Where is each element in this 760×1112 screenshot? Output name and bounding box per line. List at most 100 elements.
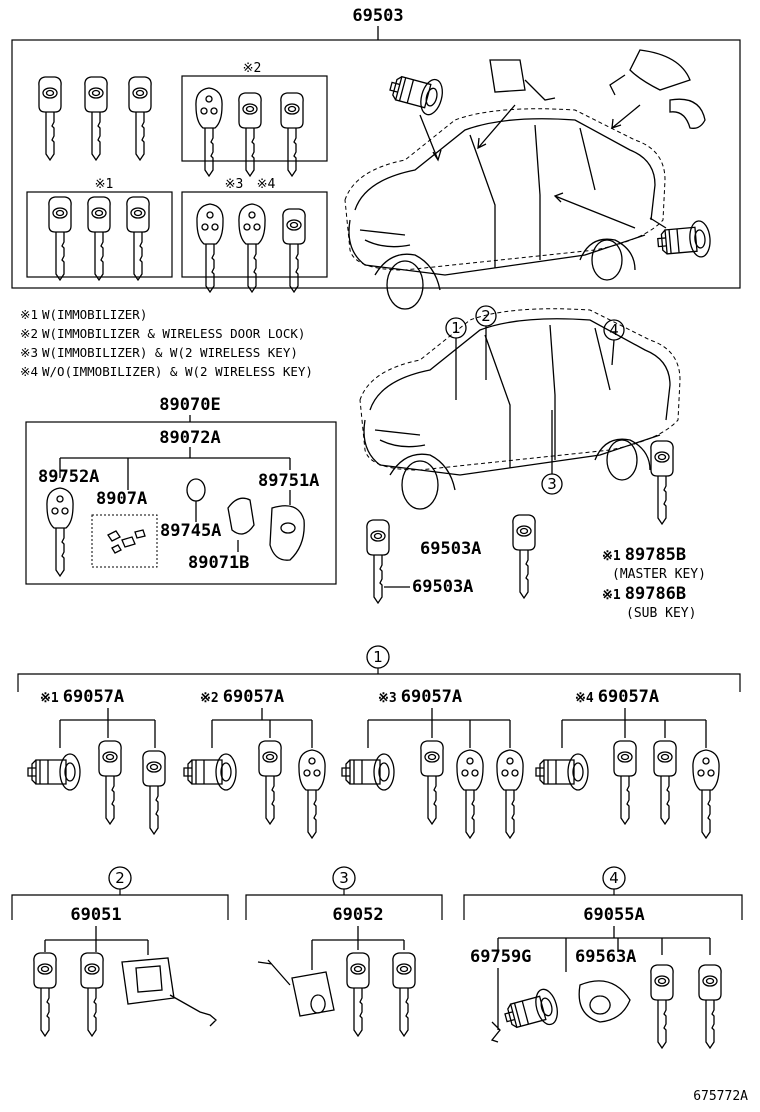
case-icon xyxy=(227,497,255,535)
key-icon xyxy=(282,208,306,293)
transmitter-housing-icon xyxy=(269,505,305,561)
lock-cylinder-icon xyxy=(385,68,447,118)
lock-cylinder-icon xyxy=(183,753,237,791)
key-icon xyxy=(653,740,677,825)
part-number-89071B: 89071B xyxy=(188,553,249,573)
key-icon xyxy=(126,196,150,281)
group-mark-3: ※3 xyxy=(225,177,244,192)
car-illustration xyxy=(359,308,681,510)
wireless-key-icon xyxy=(195,87,223,177)
part-number-69055A: 69055A xyxy=(583,905,644,925)
part-number-89752A: 89752A xyxy=(38,467,99,487)
trunk-lock-icon xyxy=(609,49,691,96)
trunk-lock-cylinder-icon xyxy=(257,959,335,1017)
key-icon xyxy=(128,76,152,161)
clip-icon xyxy=(490,968,501,1043)
section-2: 2 69051 xyxy=(11,866,229,1037)
wireless-key-icon xyxy=(298,749,326,839)
wireless-key-icon xyxy=(496,749,524,839)
part-number-69503A-a: 69503A xyxy=(420,539,481,559)
lock-cylinder-icon xyxy=(535,753,589,791)
part-number-69563A: 69563A xyxy=(575,947,636,967)
wireless-key-icon xyxy=(196,203,224,293)
key-icon xyxy=(258,740,282,825)
diagram-number: 675772A xyxy=(693,1089,748,1104)
key-icon xyxy=(280,92,304,177)
key-icon xyxy=(346,952,370,1037)
door-lock-assembly-icon xyxy=(489,59,556,101)
key-icon xyxy=(84,76,108,161)
key-icon xyxy=(392,952,416,1037)
part-number-89745A: 89745A xyxy=(160,521,221,541)
key-icon xyxy=(366,519,390,604)
wireless-key-icon xyxy=(692,749,720,839)
lock-cylinder-icon xyxy=(500,986,562,1036)
wireless-key-icon xyxy=(238,203,266,293)
top-set-69503: 69503 ※2 ※1 ※3 ※4 xyxy=(11,6,741,310)
bracket-icon xyxy=(669,98,706,129)
wireless-key-icon xyxy=(46,487,74,577)
section-1-callout-label: 1 xyxy=(373,648,383,666)
key-icon xyxy=(33,952,57,1037)
screw-set-icon xyxy=(107,529,146,554)
key-icon xyxy=(98,740,122,825)
key-icon xyxy=(142,750,166,835)
sub-key-caption: (SUB KEY) xyxy=(626,606,696,621)
key-icon xyxy=(512,514,536,599)
key-icon xyxy=(48,196,72,281)
section-4: 4 69055A 69759G 69563A xyxy=(463,866,743,1049)
key-icon xyxy=(698,964,722,1049)
part-number-69051: 69051 xyxy=(70,905,121,925)
wireless-key-icon xyxy=(456,749,484,839)
battery-icon xyxy=(186,478,206,502)
part-number-89072A: 89072A xyxy=(159,428,220,448)
key-icon xyxy=(38,76,62,161)
lock-cylinder-icon xyxy=(341,753,395,791)
part-number-89070E: 89070E xyxy=(159,395,220,415)
part-number-89751A: 89751A xyxy=(258,471,319,491)
lock-cylinder-icon xyxy=(655,219,713,262)
key-icon xyxy=(613,740,637,825)
section-4-callout-label: 4 xyxy=(609,869,619,887)
part-number-69503: 69503 xyxy=(352,6,403,26)
group-mark-2: ※2 xyxy=(243,61,262,76)
key-icon xyxy=(80,952,104,1037)
section-3: 3 69052 xyxy=(245,866,443,1037)
door-lock-assembly-icon xyxy=(121,957,217,1027)
master-key-caption: (MASTER KEY) xyxy=(612,567,706,582)
car-illustration xyxy=(344,108,666,310)
part-number-69052: 69052 xyxy=(332,905,383,925)
callout-3-label: 3 xyxy=(547,475,557,493)
callout-1-label: 1 xyxy=(451,319,461,337)
bracket-icon xyxy=(578,980,631,1023)
callout-2-label: 2 xyxy=(481,307,491,325)
section-2-callout-label: 2 xyxy=(115,869,125,887)
part-number-69759G: 69759G xyxy=(470,947,531,967)
lock-cylinder-icon xyxy=(27,753,81,791)
group-mark-1: ※1 xyxy=(95,177,114,192)
key-icon xyxy=(650,964,674,1049)
key-set-89070E: 89070E 89072A 89752A 8907A 89751A 89745A… xyxy=(25,395,337,585)
group-mark-4: ※4 xyxy=(257,177,276,192)
callout-4-label: 4 xyxy=(609,321,619,339)
part-number-69503A-b: 69503A xyxy=(412,577,473,597)
part-number-8907A: 8907A xyxy=(96,489,147,509)
key-icon xyxy=(238,92,262,177)
master-key-icon xyxy=(650,440,674,525)
section-3-callout-label: 3 xyxy=(339,869,349,887)
key-icon xyxy=(420,740,444,825)
key-icon xyxy=(87,196,111,281)
